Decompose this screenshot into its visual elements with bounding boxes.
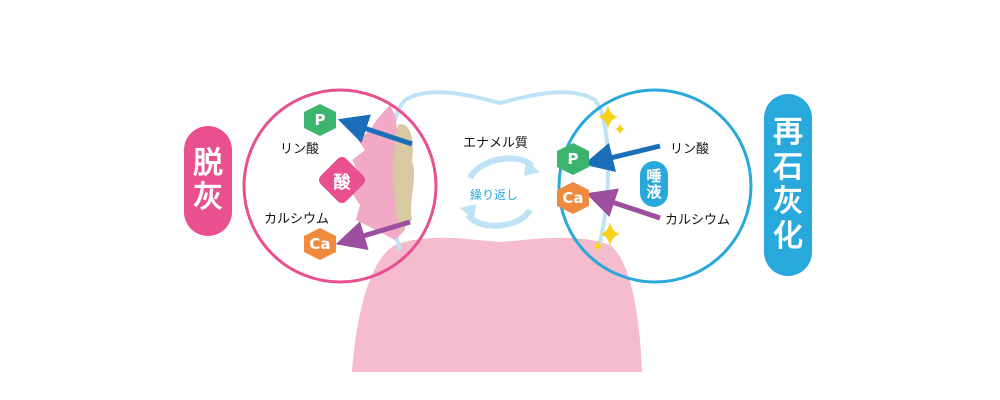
phosphate-symbol: P (314, 111, 326, 129)
cycle-arrow-top (467, 155, 535, 180)
badge-char: 灰 (773, 184, 803, 219)
calcium-symbol: Ca (309, 235, 331, 253)
phosphate-out-arrow (337, 114, 413, 147)
decay-region (393, 124, 414, 232)
badge-char: 脱 (193, 145, 223, 181)
saliva-char: 液 (646, 183, 662, 201)
demineralization-circle (242, 88, 438, 284)
phosphate-in-arrow (583, 142, 661, 173)
cycle-label: 繰り返し (470, 188, 519, 202)
sparkle-icons (593, 105, 625, 252)
phosphate-hex-icon: P (304, 104, 336, 136)
badge-char: 灰 (193, 180, 223, 215)
demineralization-badge: 脱 灰 (184, 126, 232, 236)
badge-char: 石 (773, 149, 803, 185)
calcium-label-left: カルシウム (264, 212, 330, 227)
saliva-badge: 唾 液 (640, 161, 668, 207)
remineralization-badge: 再 石 灰 化 (764, 94, 812, 276)
remineralization-circle (557, 88, 753, 284)
cycle-arrow-bottom (465, 208, 533, 229)
calcium-symbol: Ca (562, 189, 584, 207)
phosphate-symbol: P (567, 150, 579, 168)
enamel-label: エナメル質 (463, 136, 529, 151)
saliva-char: 唾 (646, 166, 662, 185)
acid-label: 酸 (333, 172, 351, 193)
calcium-out-arrow (335, 219, 411, 251)
badge-char: 再 (773, 115, 803, 150)
phosphate-label-left: リン酸 (280, 142, 320, 157)
gum-shape (352, 237, 642, 372)
calcium-hex-icon: Ca (304, 228, 336, 260)
phosphate-label-right: リン酸 (670, 142, 710, 157)
calcium-label-right: カルシウム (665, 213, 731, 228)
badge-char: 化 (773, 218, 803, 254)
calcium-in-arrow (585, 188, 661, 221)
